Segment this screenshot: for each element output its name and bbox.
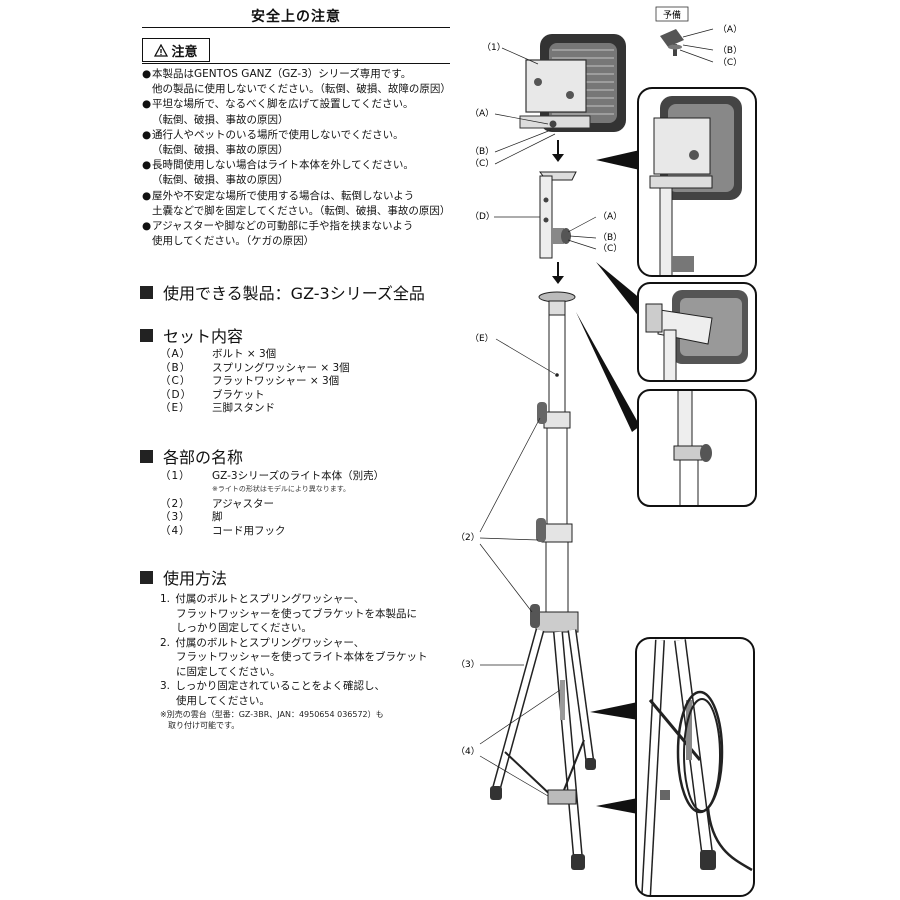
label-b-top: （B）: [470, 146, 494, 157]
square-bullet-icon: [140, 328, 153, 342]
arrow-down-icon: [552, 140, 564, 162]
detail-callout-mount: [638, 390, 756, 506]
model-note: ※ライトの形状はモデルにより異なります。: [212, 484, 351, 493]
arrow-down-icon: [552, 262, 564, 284]
caution-rule: [142, 63, 450, 64]
label-c-top: （C）: [470, 158, 494, 169]
spare-label: 予備: [663, 9, 681, 21]
list-item: ●平坦な場所で、なるべく脚を広げて設置してください。 （転倒、破損、事故の原因）: [142, 98, 414, 126]
label-a-top: （A）: [470, 108, 494, 119]
compatible-heading: 使用できる製品：GZ-3シリーズ全品: [140, 280, 425, 304]
callout-pointer: [596, 798, 638, 814]
label-3: （3）: [456, 659, 480, 670]
callout-frame: [637, 87, 757, 277]
callout-pointer: [590, 702, 638, 720]
label-4: （4）: [456, 746, 480, 757]
caution-badge: 注意: [142, 38, 210, 62]
callout-pointer: [576, 312, 640, 432]
list-item: （A）ボルト × 3個: [160, 348, 277, 360]
spare-label-b: （B）: [718, 45, 742, 56]
title-rule: [142, 27, 450, 28]
page-title: 安全上の注意: [251, 9, 341, 25]
list-item: （D）ブラケット: [160, 388, 265, 401]
list-item: ●アジャスターや脚などの可動部に手や指を挟まないよう 使用してください。（ケガの…: [142, 220, 414, 248]
set-contents-heading: セット内容: [140, 323, 243, 347]
usage-steps: 1. 付属のボルトとスプリングワッシャー、 フラットワッシャーを使ってブラケット…: [160, 592, 427, 708]
list-item: （E）三脚スタンド: [160, 402, 275, 414]
callout-frame: [637, 282, 757, 382]
set-contents-list: （A）ボルト × 3個 （B）スプリングワッシャー × 3個 （C）フラットワッ…: [160, 348, 350, 416]
list-item: （2）アジャスター: [160, 497, 275, 510]
square-bullet-icon: [140, 570, 153, 584]
list-item: ●通行人やペットのいる場所で使用しないでください。 （転倒、破損、事故の原因）: [142, 128, 404, 157]
tripod-stand: [490, 291, 596, 870]
label-1: （1）: [482, 42, 506, 53]
detail-callout-bracket: [638, 283, 756, 381]
list-item: （B）スプリングワッシャー × 3個: [160, 361, 350, 374]
list-item: （4）コード用フック: [160, 524, 286, 537]
label-2: （2）: [456, 532, 480, 543]
label-b-mid: （B）: [598, 232, 622, 243]
list-item: ●長時間使用しない場合はライト本体を外してください。 （転倒、破損、事故の原因）: [142, 159, 414, 187]
label-d: （D）: [470, 211, 495, 222]
list-item: ●屋外や不安定な場所で使用する場合は、転倒しないよう 土嚢などで脚を固定してくだ…: [142, 189, 451, 217]
callout-pointer: [596, 262, 642, 318]
square-bullet-icon: [140, 285, 153, 299]
list-item: （1）GZ-3シリーズのライト本体（別売）: [160, 470, 385, 482]
detail-callout-light: [638, 88, 756, 276]
square-bullet-icon: [140, 449, 153, 463]
product-diagram: 予備 （A） （B） （C） （1） （A） （B） （C）: [456, 6, 757, 897]
part-names-list: （1）GZ-3シリーズのライト本体（別売） ※ライトの形状はモデルにより異なりま…: [160, 470, 384, 538]
part-names-heading: 各部の名称: [140, 444, 243, 468]
list-item: 1. 付属のボルトとスプリングワッシャー、 フラットワッシャーを使ってブラケット…: [160, 593, 417, 634]
callout-pointer: [596, 150, 640, 170]
label-a-mid: （A）: [598, 211, 622, 222]
label-c-mid: （C）: [598, 243, 622, 254]
callout-frame: [635, 637, 755, 897]
list-item: 2. 付属のボルトとスプリングワッシャー、 フラットワッシャーを使ってライト本体…: [160, 636, 428, 678]
warning-triangle-icon: [154, 43, 169, 57]
footnote: ※別売の雲台（型番：GZ-3BR、JAN：4950654 036572）も 取り…: [160, 710, 384, 730]
caution-label: 注意: [171, 44, 198, 60]
caution-list: ●本製品はGENTOS GANZ（GZ-3）シリーズ専用です。 他の製品に使用し…: [142, 67, 457, 249]
detail-callout-cord-hook: [636, 638, 754, 896]
spare-label-c: （C）: [718, 57, 742, 68]
list-item: 3. しっかり固定されていることをよく確認し、 使用してください。: [160, 680, 386, 707]
callout-frame: [637, 389, 757, 507]
light-body: [519, 34, 626, 132]
usage-heading: 使用方法: [140, 565, 227, 589]
list-item: （C）フラットワッシャー × 3個: [160, 375, 340, 387]
spare-box: [655, 6, 689, 22]
spare-label-a: （A）: [718, 24, 742, 35]
list-item: （3）脚: [160, 511, 223, 523]
bracket: [539, 171, 577, 259]
label-e: （E）: [470, 333, 494, 344]
spare-bolt-icon: [660, 29, 684, 56]
list-item: ●本製品はGENTOS GANZ（GZ-3）シリーズ専用です。 他の製品に使用し…: [142, 68, 451, 96]
